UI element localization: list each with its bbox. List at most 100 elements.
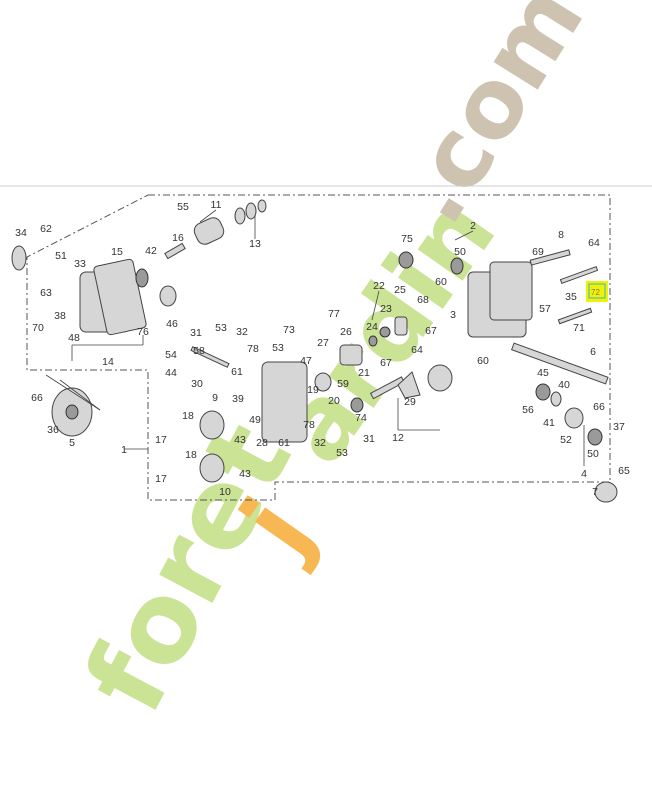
callout-label[interactable]: 28 — [256, 437, 268, 449]
callout-label[interactable]: 61 — [231, 366, 243, 378]
callout-label[interactable]: 66 — [31, 392, 43, 404]
callout-label[interactable]: 35 — [565, 291, 577, 303]
callout-label[interactable]: 6 — [590, 346, 596, 358]
callout-label[interactable]: 50 — [587, 448, 599, 460]
callout-label[interactable]: 32 — [314, 437, 326, 449]
callout-label[interactable]: 31 — [190, 327, 202, 339]
callout-label[interactable]: 63 — [40, 287, 52, 299]
callout-label[interactable]: 25 — [394, 284, 406, 296]
callout-label[interactable]: 30 — [191, 378, 203, 390]
callout-label[interactable]: 5 — [69, 437, 75, 449]
callout-label[interactable]: 52 — [560, 434, 572, 446]
callout-label[interactable]: 33 — [74, 258, 86, 270]
callout-label[interactable]: 58 — [193, 345, 205, 357]
callout-label[interactable]: 13 — [249, 238, 261, 250]
callout-label[interactable]: 4 — [581, 468, 587, 480]
callout-label[interactable]: 21 — [358, 367, 370, 379]
leader-line — [45, 374, 101, 411]
callout-label[interactable]: 15 — [111, 246, 123, 258]
callout-label[interactable]: 68 — [417, 294, 429, 306]
callout-label[interactable]: 64 — [411, 344, 423, 356]
callout-label[interactable]: 26 — [340, 326, 352, 338]
callout-label[interactable]: 45 — [537, 367, 549, 379]
callout-label[interactable]: 47 — [300, 355, 312, 367]
callout-label[interactable]: 78 — [247, 343, 259, 355]
callout-label[interactable]: 57 — [539, 303, 551, 315]
callout-label[interactable]: 44 — [165, 367, 177, 379]
callout-label[interactable]: 59 — [337, 378, 349, 390]
callout-label[interactable]: 55 — [177, 201, 189, 213]
callout-label[interactable]: 18 — [182, 410, 194, 422]
callout-label[interactable]: 66 — [593, 401, 605, 413]
callout-label[interactable]: 17 — [155, 434, 167, 446]
callout-label[interactable]: 69 — [532, 246, 544, 258]
callout-label[interactable]: 56 — [522, 404, 534, 416]
callout-label[interactable]: 49 — [249, 414, 261, 426]
callout-label[interactable]: 74 — [355, 412, 367, 424]
callout-label[interactable]: 37 — [613, 421, 625, 433]
callout-label[interactable]: 76 — [137, 326, 149, 338]
callout-label[interactable]: 41 — [543, 417, 555, 429]
callout-label[interactable]: 34 — [15, 227, 27, 239]
callout-label[interactable]: 27 — [317, 337, 329, 349]
callout-label[interactable]: 39 — [232, 393, 244, 405]
callout-label[interactable]: 61 — [278, 437, 290, 449]
callout-label[interactable]: 8 — [558, 229, 564, 241]
callout-label[interactable]: 53 — [272, 342, 284, 354]
callout-label[interactable]: 42 — [145, 245, 157, 257]
callout-label[interactable]: 67 — [425, 325, 437, 337]
callout-label[interactable]: 77 — [328, 308, 340, 320]
callout-label[interactable]: 78 — [303, 419, 315, 431]
callout-label[interactable]: 40 — [558, 379, 570, 391]
callout-label[interactable]: 64 — [588, 237, 600, 249]
callout-label[interactable]: 14 — [102, 356, 114, 368]
callout-label[interactable]: 51 — [55, 250, 67, 262]
callout-label[interactable]: 3 — [450, 309, 456, 321]
callout-label[interactable]: 2 — [470, 220, 476, 232]
callout-label[interactable]: 20 — [328, 395, 340, 407]
highlight-box-72[interactable]: 72 — [586, 281, 608, 302]
part-bracket-26 — [339, 344, 363, 366]
callout-label[interactable]: 32 — [236, 326, 248, 338]
callout-label[interactable]: 24 — [366, 321, 378, 333]
callout-label[interactable]: 19 — [307, 384, 319, 396]
part-oring-1 — [234, 207, 246, 225]
callout-label[interactable]: 53 — [215, 322, 227, 334]
callout-label[interactable]: 43 — [239, 468, 251, 480]
callout-label[interactable]: 7 — [592, 486, 598, 498]
callout-label[interactable]: 70 — [32, 322, 44, 334]
callout-label[interactable]: 38 — [54, 310, 66, 322]
callout-label[interactable]: 60 — [435, 276, 447, 288]
callout-label[interactable]: 16 — [172, 232, 184, 244]
callout-label[interactable]: 9 — [212, 392, 218, 404]
callout-label[interactable]: 12 — [392, 432, 404, 444]
part-housing-28 — [261, 361, 308, 443]
callout-label[interactable]: 17 — [155, 473, 167, 485]
callout-label[interactable]: 71 — [573, 322, 585, 334]
part-shaft-30 — [190, 346, 230, 368]
callout-label[interactable]: 23 — [380, 303, 392, 315]
callout-label[interactable]: 50 — [454, 246, 466, 258]
callout-label[interactable]: 1 — [121, 444, 127, 456]
leader-line — [199, 209, 217, 223]
callout-label[interactable]: 22 — [373, 280, 385, 292]
callout-label[interactable]: 43 — [234, 434, 246, 446]
callout-label[interactable]: 31 — [363, 433, 375, 445]
callout-label[interactable]: 29 — [404, 396, 416, 408]
callout-label[interactable]: 60 — [477, 355, 489, 367]
callout-label[interactable]: 10 — [219, 486, 231, 498]
callout-label[interactable]: 46 — [166, 318, 178, 330]
callout-label[interactable]: 67 — [380, 357, 392, 369]
callout-label[interactable]: 75 — [401, 233, 413, 245]
callout-label[interactable]: 11 — [211, 199, 222, 211]
callout-label[interactable]: 73 — [283, 324, 295, 336]
part-cover-7 — [594, 481, 618, 503]
callout-label[interactable]: 53 — [336, 447, 348, 459]
callout-label[interactable]: 54 — [165, 349, 177, 361]
callout-label[interactable]: 65 — [618, 465, 630, 477]
callout-label[interactable]: 36 — [47, 424, 59, 436]
callout-label[interactable]: 18 — [185, 449, 197, 461]
highlight-box[interactable] — [586, 281, 608, 302]
callout-label[interactable]: 48 — [68, 332, 80, 344]
callout-label[interactable]: 62 — [40, 223, 52, 235]
